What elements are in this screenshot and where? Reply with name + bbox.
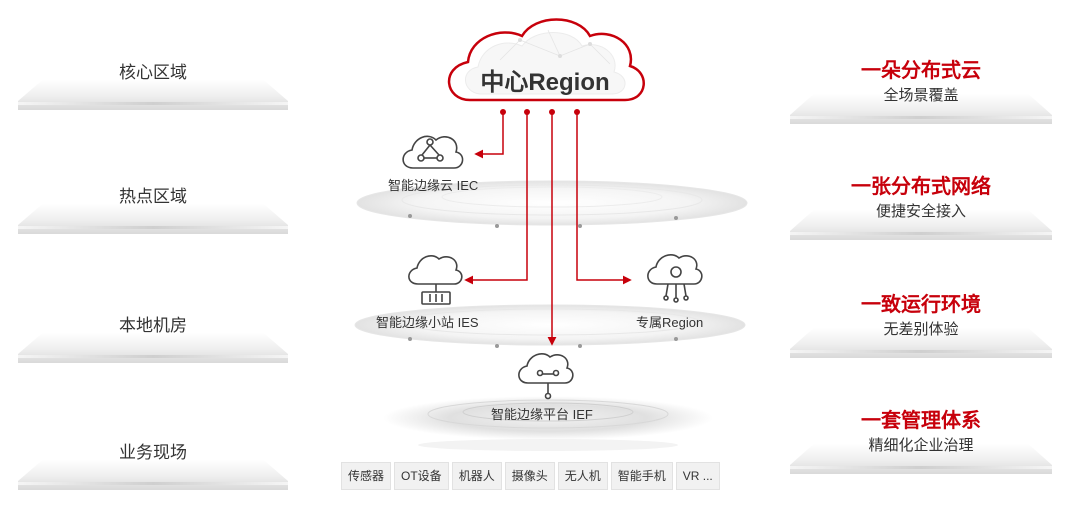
feature-title: 一张分布式网络 bbox=[851, 176, 991, 198]
panel-plate bbox=[790, 444, 1052, 474]
area-label: 业务现场 bbox=[119, 443, 187, 462]
feature-title: 一套管理体系 bbox=[861, 410, 981, 432]
connection-dots bbox=[500, 109, 580, 115]
area-label: 热点区域 bbox=[119, 187, 187, 206]
feature-title: 一致运行环境 bbox=[861, 294, 981, 316]
panel-edge bbox=[790, 232, 1052, 235]
ring-level-ies bbox=[354, 304, 746, 348]
feature-subtitle: 无差别体验 bbox=[883, 321, 959, 338]
device-drone: 无人机 bbox=[557, 462, 608, 490]
panel-plate bbox=[790, 328, 1052, 358]
panel-edge bbox=[790, 466, 1052, 469]
panel-plate bbox=[18, 460, 288, 490]
device-smartphone: 智能手机 bbox=[610, 462, 673, 490]
edge-cloud-icon bbox=[402, 135, 464, 169]
feature-subtitle: 精细化企业治理 bbox=[868, 437, 974, 454]
area-label: 核心区域 bbox=[119, 63, 187, 82]
area-label: 本地机房 bbox=[119, 316, 187, 335]
feature-subtitle: 便捷安全接入 bbox=[875, 203, 966, 220]
panel-plate bbox=[790, 94, 1052, 124]
panel-plate bbox=[18, 80, 288, 110]
edge-station-icon bbox=[408, 255, 463, 305]
panel-edge bbox=[18, 226, 288, 229]
panel-edge bbox=[790, 350, 1052, 353]
ief-platform-base bbox=[383, 396, 713, 451]
dedicated-region-icon bbox=[647, 254, 703, 303]
panel-edge bbox=[18, 482, 288, 485]
ies-label: 智能边缘小站 IES bbox=[376, 315, 479, 330]
device-list: 传感器 OT设备 机器人 摄像头 无人机 智能手机 VR ... bbox=[341, 462, 720, 490]
center-cloud-icon bbox=[447, 18, 645, 102]
feature-panel-runtime: 一致运行环境 无差别体验 bbox=[790, 288, 1052, 368]
feature-panel-management: 一套管理体系 精细化企业治理 bbox=[790, 404, 1052, 484]
area-panel-local-dc: 本地机房 bbox=[18, 311, 288, 369]
panel-plate bbox=[18, 204, 288, 234]
device-ot: OT设备 bbox=[394, 462, 449, 490]
area-panel-core: 核心区域 bbox=[18, 58, 288, 116]
panel-plate bbox=[18, 333, 288, 363]
dedicated-region-label: 专属Region bbox=[636, 315, 704, 330]
ief-label: 智能边缘平台 IEF bbox=[491, 407, 593, 422]
iec-label: 智能边缘云 IEC bbox=[388, 178, 479, 193]
area-panel-business-site: 业务现场 bbox=[18, 438, 288, 496]
panel-edge bbox=[790, 116, 1052, 119]
feature-panel-cloud: 一朵分布式云 全场景覆盖 bbox=[790, 54, 1052, 134]
device-robot: 机器人 bbox=[451, 462, 502, 490]
device-vr: VR ... bbox=[675, 462, 720, 490]
panel-plate bbox=[790, 210, 1052, 240]
panel-edge bbox=[18, 355, 288, 358]
feature-title: 一朵分布式云 bbox=[861, 60, 981, 82]
device-sensor: 传感器 bbox=[341, 462, 392, 490]
center-region-title: 中心Region bbox=[480, 69, 610, 96]
area-panel-hotspot: 热点区域 bbox=[18, 182, 288, 240]
feature-panel-network: 一张分布式网络 便捷安全接入 bbox=[790, 170, 1052, 250]
feature-subtitle: 全场景覆盖 bbox=[883, 87, 959, 104]
edge-platform-icon bbox=[518, 353, 574, 400]
connection-lines bbox=[464, 112, 632, 346]
device-camera: 摄像头 bbox=[504, 462, 555, 490]
panel-edge bbox=[18, 102, 288, 105]
